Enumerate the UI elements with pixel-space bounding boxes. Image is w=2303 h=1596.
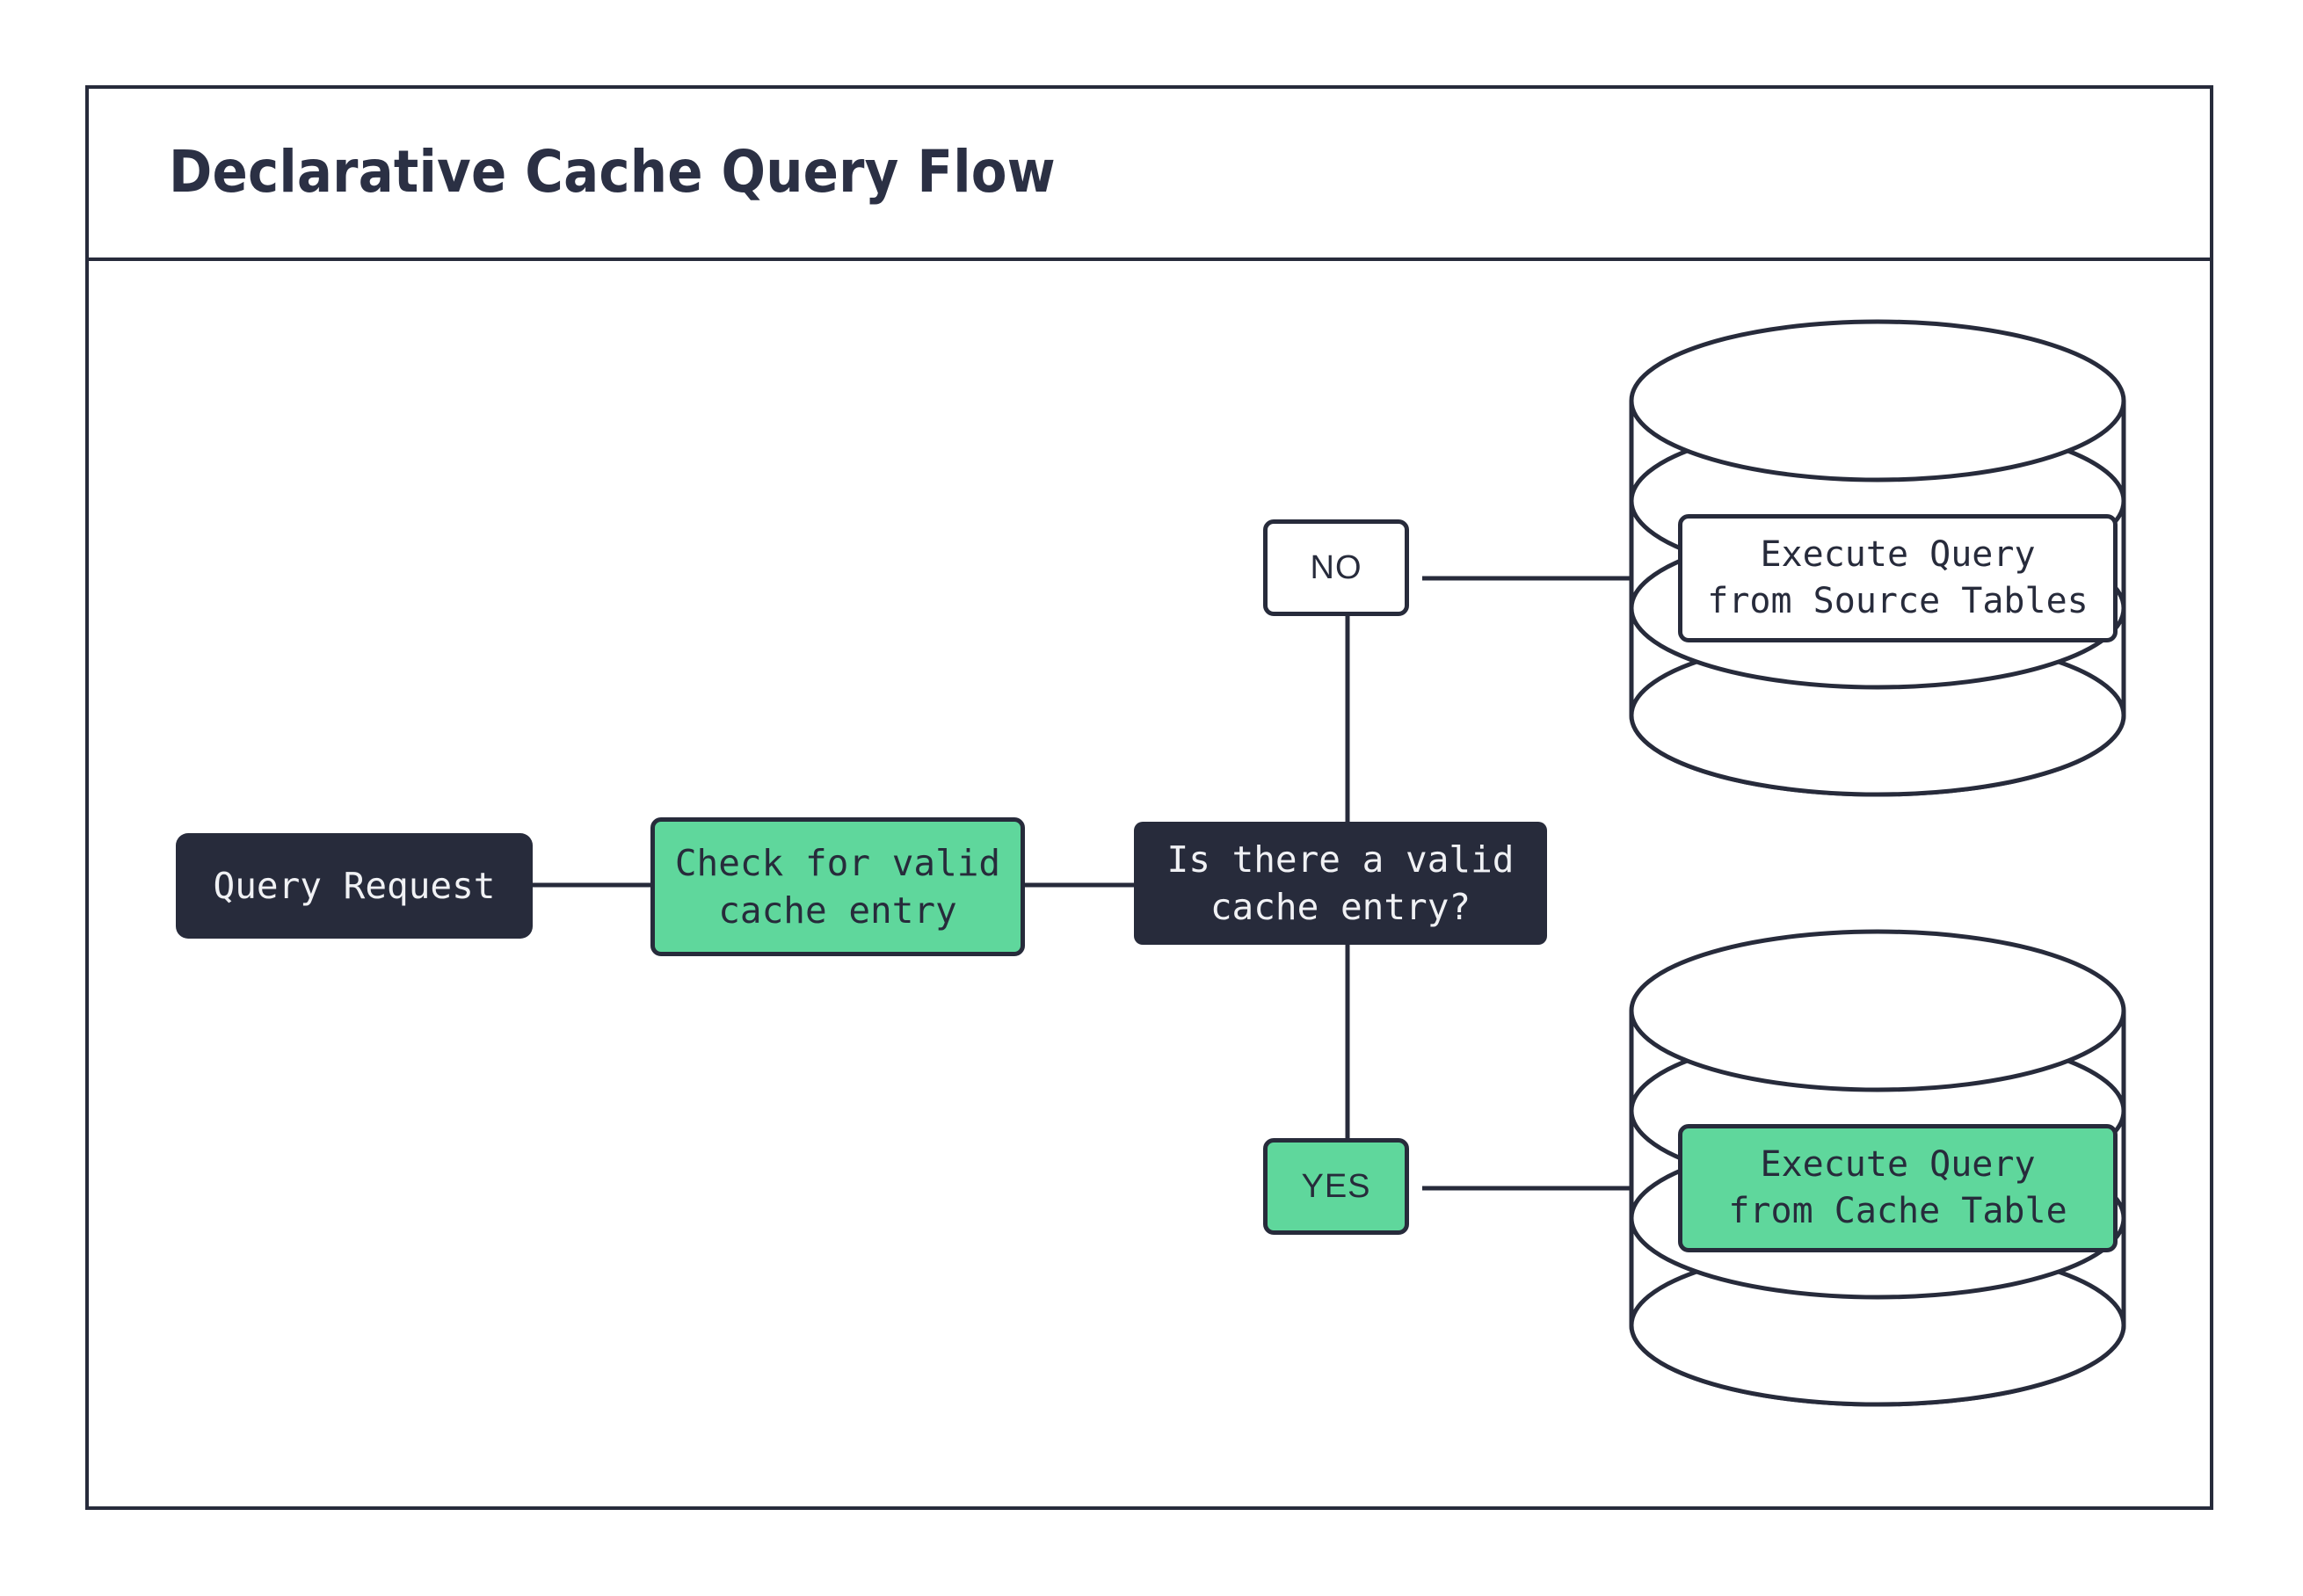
diagram-header: Declarative Cache Query Flow <box>85 85 2213 261</box>
node-query-request-label: Query Request <box>213 864 496 907</box>
branch-label-yes[interactable]: YES <box>1263 1138 1409 1235</box>
source-database-label-text: Execute Query from Source Tables <box>1707 534 2089 621</box>
branch-label-yes-text: YES <box>1301 1167 1371 1205</box>
node-query-request[interactable]: Query Request <box>176 833 533 939</box>
branch-label-no[interactable]: NO <box>1263 519 1409 616</box>
node-decision-valid-cache-label: Is there a valid cache entry? <box>1166 838 1515 928</box>
cache-database-label: Execute Query from Cache Table <box>1678 1124 2118 1252</box>
node-check-cache-entry-label: Check for valid cache entry <box>674 841 1001 932</box>
node-check-cache-entry[interactable]: Check for valid cache entry <box>650 817 1025 956</box>
node-decision-valid-cache[interactable]: Is there a valid cache entry? <box>1134 822 1547 945</box>
branch-label-no-text: NO <box>1310 548 1362 586</box>
source-database-label: Execute Query from Source Tables <box>1678 514 2118 642</box>
page-title: Declarative Cache Query Flow <box>169 137 1056 206</box>
cache-database-label-text: Execute Query from Cache Table <box>1728 1144 2067 1231</box>
diagram-frame <box>85 85 2213 1510</box>
